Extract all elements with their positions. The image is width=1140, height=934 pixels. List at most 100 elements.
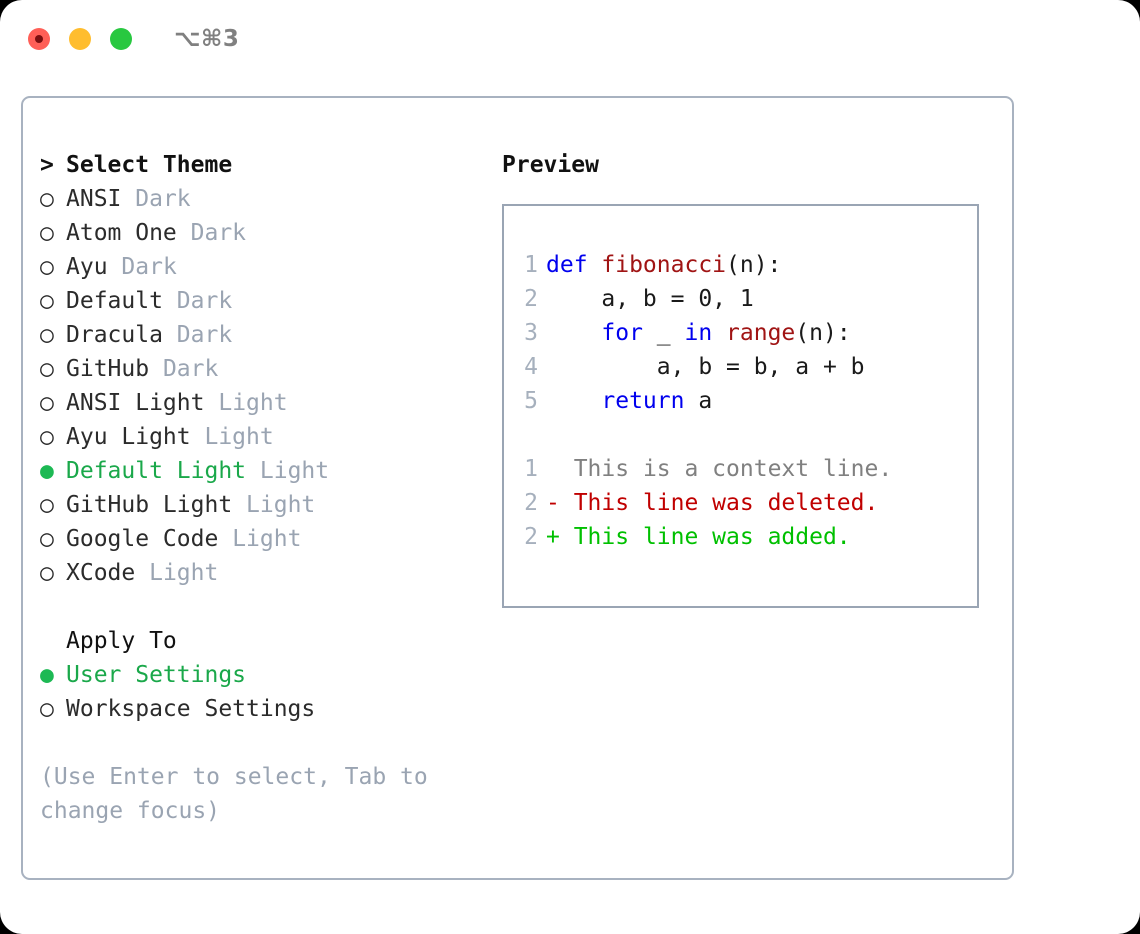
diff-line-number: 1: [524, 456, 538, 482]
diff-line-number: 2: [524, 524, 538, 550]
code-line: 3 for _ in range(n):: [514, 316, 977, 350]
theme-option-atom-one[interactable]: ○Atom One Dark: [40, 216, 493, 250]
code-line-number: 4: [524, 354, 538, 380]
theme-option-default[interactable]: ○Default Dark: [40, 284, 493, 318]
code-token: fibonacci: [601, 252, 727, 278]
radio-unselected-icon: ○: [40, 560, 54, 586]
theme-option-label: XCode: [66, 560, 136, 586]
minimize-button[interactable]: [69, 28, 91, 50]
theme-option-tag: Dark: [176, 288, 233, 314]
preview-title: Preview: [502, 152, 599, 178]
code-token: for: [601, 320, 643, 346]
diff-line-text: This line was deleted.: [559, 490, 879, 516]
theme-option-tag: Light: [232, 526, 302, 552]
radio-unselected-icon: ○: [40, 696, 54, 722]
radio-unselected-icon: ○: [40, 186, 54, 212]
code-token: _: [642, 320, 685, 346]
theme-option-tag: Light: [259, 458, 330, 484]
radio-unselected-icon: ○: [40, 220, 54, 246]
apply-to-header-label: Apply To: [66, 628, 177, 654]
radio-selected-icon: ●: [40, 458, 54, 484]
radio-unselected-icon: ○: [40, 322, 54, 348]
code-token: (n):: [726, 252, 782, 278]
code-line: 2 a, b = 0, 1: [514, 282, 977, 316]
theme-option-dracula[interactable]: ○Dracula Dark: [40, 318, 493, 352]
label-tag-gap: [218, 522, 232, 556]
theme-option-github-light[interactable]: ○ GitHub Light Light: [40, 488, 493, 522]
theme-option-tag: Light: [204, 424, 274, 450]
theme-option-tag: Dark: [162, 356, 219, 382]
theme-option-ayu-light[interactable]: ○ Ayu Light Light: [40, 420, 493, 454]
apply-to-option-label: Workspace Settings: [66, 696, 316, 722]
code-token: a, b = 0, 1: [546, 286, 754, 312]
code-token: a, b = b, a + b: [546, 354, 865, 380]
theme-option-label: Ayu Light: [66, 424, 191, 450]
radio-unselected-icon: ○: [40, 424, 54, 450]
panel-body: >Select Theme ○ANSI Dark○Atom One Dark○A…: [23, 98, 1012, 878]
diff-line: 1 This is a context line.: [514, 452, 977, 486]
main-panel: >Select Theme ○ANSI Dark○Atom One Dark○A…: [21, 96, 1014, 880]
code-token: a: [684, 388, 713, 414]
apply-to-option-user-settings[interactable]: ●User Settings: [40, 658, 493, 692]
diff-line-text: This is a context line.: [559, 456, 893, 482]
theme-option-tag: Light: [149, 560, 219, 586]
code-line: 4 a, b = b, a + b: [514, 350, 977, 384]
diff-sample: 1 This is a context line.2- This line wa…: [514, 452, 977, 554]
code-token: [546, 388, 601, 414]
theme-option-ayu[interactable]: ○Ayu Dark: [40, 250, 493, 284]
label-tag-gap: [177, 216, 191, 250]
code-token: range: [726, 320, 796, 346]
prompt-marker-icon: >: [40, 152, 54, 178]
radio-unselected-icon: ○: [40, 492, 54, 518]
theme-option-label: GitHub: [66, 356, 150, 382]
theme-option-label: ANSI: [66, 186, 122, 212]
spacer-2: [40, 726, 493, 760]
label-tag-gap: [149, 352, 163, 386]
theme-option-label: GitHub Light: [66, 492, 233, 518]
theme-option-label: Dracula: [66, 322, 163, 348]
theme-option-tag: Dark: [121, 254, 177, 280]
label-tag-gap: [121, 182, 135, 216]
select-theme-header-label: Select Theme: [66, 152, 233, 178]
code-line-number: 3: [524, 320, 538, 346]
code-token: [712, 320, 726, 346]
close-icon: [35, 35, 43, 43]
diff-marker-icon: +: [546, 524, 560, 550]
theme-option-ansi[interactable]: ○ANSI Dark: [40, 182, 493, 216]
code-line-number: 2: [524, 286, 538, 312]
theme-option-label: Atom One: [66, 220, 177, 246]
code-line-number: 1: [524, 252, 538, 278]
theme-option-label: Default Light: [66, 458, 247, 484]
diff-marker-icon: -: [546, 490, 560, 516]
theme-option-google-code[interactable]: ○Google Code Light: [40, 522, 493, 556]
code-token: (n):: [795, 320, 851, 346]
label-tag-gap: [163, 284, 177, 318]
radio-unselected-icon: ○: [40, 288, 54, 314]
theme-option-tag: Light: [246, 492, 316, 518]
code-line-number: 5: [524, 388, 538, 414]
radio-unselected-icon: ○: [40, 356, 54, 382]
theme-option-ansi-light[interactable]: ○ANSI Light Light: [40, 386, 493, 420]
theme-option-xcode[interactable]: ○ XCode Light: [40, 556, 493, 590]
radio-unselected-icon: ○: [40, 254, 54, 280]
label-tag-gap: [163, 318, 177, 352]
diff-line-text: This line was added.: [559, 524, 851, 550]
label-tag-gap: [135, 556, 149, 590]
apply-to-header: Apply To: [40, 624, 493, 658]
theme-option-github[interactable]: ○ GitHub Dark: [40, 352, 493, 386]
close-button[interactable]: [28, 28, 50, 50]
label-tag-gap: [108, 250, 122, 284]
label-tag-gap: [232, 488, 246, 522]
label-tag-gap: [204, 386, 218, 420]
diff-marker-icon: [546, 456, 560, 482]
maximize-button[interactable]: [110, 28, 132, 50]
apply-to-option-workspace-settings[interactable]: ○ Workspace Settings: [40, 692, 493, 726]
select-theme-header: > Select Theme: [40, 148, 493, 182]
diff-line: 2- This line was deleted.: [514, 486, 977, 520]
theme-option-default-light[interactable]: ● Default Light Light: [40, 454, 493, 488]
